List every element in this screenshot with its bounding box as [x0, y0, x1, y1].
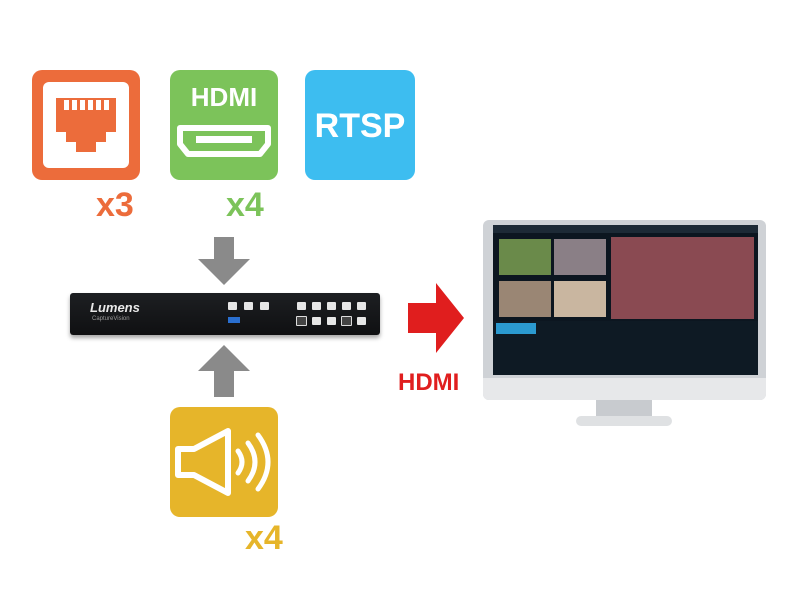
ethernet-input-tile: [32, 70, 140, 180]
audio-input-tile: [170, 407, 278, 517]
monitor-base: [576, 416, 672, 426]
control-tab: [496, 323, 536, 334]
arrow-up-icon: [198, 345, 250, 397]
monitor-screen: [493, 225, 758, 375]
device-button: [357, 302, 366, 310]
usb-port: [228, 317, 240, 323]
device-button: [260, 302, 269, 310]
capture-device: Lumens CaptureVision: [70, 293, 380, 335]
device-button: [297, 302, 306, 310]
hdmi-tile-label: HDMI: [190, 82, 258, 112]
device-button: [327, 317, 336, 325]
rtsp-tile-label: RTSP: [314, 107, 406, 145]
control-panel: [493, 321, 758, 375]
program-view: [611, 237, 754, 319]
hdmi-port-icon: [177, 125, 271, 157]
device-button: [327, 302, 336, 310]
device-brand: Lumens: [90, 300, 140, 315]
ethernet-count: x3: [96, 186, 134, 224]
rtsp-input-tile: RTSP: [305, 70, 415, 180]
audio-count: x4: [245, 519, 283, 557]
device-model: CaptureVision: [92, 316, 130, 322]
screen-titlebar: [493, 225, 758, 233]
device-button: [312, 317, 321, 325]
device-button: [244, 302, 253, 310]
device-button: [342, 302, 351, 310]
arrow-down-icon: [198, 237, 250, 285]
hdmi-output-label: HDMI: [398, 369, 460, 396]
device-button: [357, 317, 366, 325]
hdmi-count: x4: [226, 186, 264, 224]
hdmi-input-tile: HDMI: [170, 70, 278, 180]
device-button: [296, 316, 307, 326]
monitor-chin: [483, 378, 766, 400]
monitor-stand: [596, 400, 652, 418]
channel-preview: [499, 281, 551, 317]
device-button: [341, 316, 352, 326]
channel-preview: [554, 281, 606, 317]
channel-preview: [554, 239, 606, 275]
device-button: [312, 302, 321, 310]
channel-preview: [499, 239, 551, 275]
speaker-icon: [175, 428, 271, 496]
arrow-right-icon: [408, 283, 464, 353]
device-button: [228, 302, 237, 310]
ethernet-port-icon: [43, 82, 129, 168]
